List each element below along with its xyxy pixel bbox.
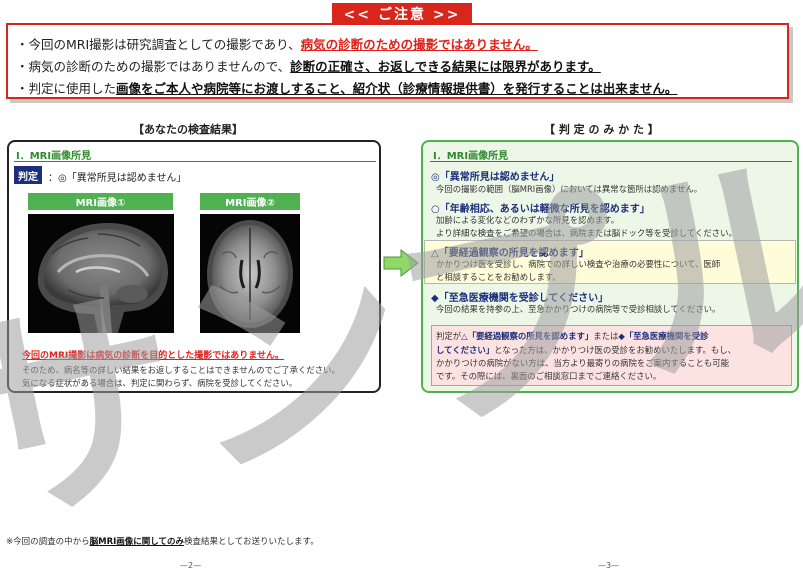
mri-image-1: [28, 214, 174, 333]
category-follow-up-description-1: かかりつけ医を受診し、病院での詳しい検査や治療の必要性について、医師: [436, 259, 721, 269]
page-number-left: —2—: [180, 561, 202, 570]
caution-line-1: ・今回のMRI撮影は研究調査としての撮影であり、病気の診断のための撮影ではありま…: [16, 37, 538, 52]
caution-line-2: ・病気の診断のための撮影ではありませんので、診断の正確さ、お返しできる結果には限…: [16, 59, 601, 74]
footnote: ※今回の調査の中から脳MRI画像に関してのみ検査結果としてお送りいたします。: [6, 537, 319, 547]
referral-line-3: かかりつけの病院がない方は、当方より最寄りの病院をご案内することも可能: [436, 358, 730, 368]
mri-image-2-label: MRI画像②: [200, 193, 300, 210]
results-note-2: 気になる症状がある場合は、判定に関わらず、病院を受診してください。: [22, 378, 298, 388]
left-sub-title: Ⅰ．MRI画像所見: [16, 151, 92, 162]
caution-line-2-emphasis: 診断の正確さ、お返しできる結果には限界があります。: [290, 59, 601, 74]
category-urgent-description: 今回の結果を持参の上、至急かかりつけの病院等で受診相談してください。: [436, 304, 721, 314]
judge-result: ：◎「異常所見は認めません」: [48, 173, 187, 184]
mri-image-2: [200, 214, 300, 333]
mri-sagittal-graphic: [28, 214, 174, 333]
right-section-title: 【 判 定 の み か た 】: [544, 123, 659, 136]
left-sub-rule: [14, 161, 376, 162]
category-normal-heading: ◎「異常所見は認めません」: [431, 172, 560, 183]
left-section-title: 【あなたの検査結果】: [133, 123, 243, 136]
category-urgent-heading: ◆「至急医療機関を受診してください」: [431, 293, 609, 304]
referral-line-4: です。その際には、裏面のご相談窓口までご連絡ください。: [436, 371, 662, 381]
mri-image-1-label: MRI画像①: [28, 193, 173, 210]
mri-axial-graphic: [200, 214, 300, 333]
caution-title: << ご注意 >>: [332, 3, 472, 25]
caution-line-3-emphasis: 画像をご本人や病院等にお渡しすること、紹介状（診療情報提供書）を発行することは出…: [116, 81, 678, 96]
research-warning: 今回のMRI撮影は病気の診断を目的とした撮影ではありません。: [22, 351, 284, 361]
referral-line-2: してください」となった方は、かかりつけ医の受診をお勧めいたします。もし、: [436, 345, 736, 355]
category-follow-up-description-2: と相談することをお勧めします。: [436, 272, 561, 282]
category-minor-description-2: より詳細な検査をご希望の場合は、病院または脳ドック等を受診してください。: [436, 228, 737, 238]
follow-up-highlight: [424, 240, 796, 284]
page-number-right: —3—: [598, 561, 620, 570]
category-follow-up-heading: △「要経過観察の所見を認めます」: [431, 248, 589, 259]
judge-badge: 判定: [14, 166, 42, 184]
referral-line-1: 判定が△「要経過観察の所見を認めます」または◆「至急医療機関を受診: [436, 331, 709, 341]
caution-line-1-emphasis: 病気の診断のための撮影ではありません。: [300, 37, 538, 52]
arrow-right-icon: [383, 249, 419, 277]
category-normal-description: 今回の撮影の範囲（脳MRI画像）においては異常な箇所は認めません。: [436, 184, 703, 194]
results-note-1: そのため、病名等の詳しい結果をお返しすることはできませんのでご了承ください。: [22, 365, 340, 375]
right-sub-rule: [430, 161, 792, 162]
right-sub-title: Ⅰ．MRI画像所見: [433, 151, 509, 162]
category-minor-heading: ○「年齢相応、あるいは軽微な所見を認めます」: [431, 204, 650, 215]
category-minor-description-1: 加齢による変化などのわずかな所見を認めます。: [436, 215, 620, 225]
referral-notice-box: [431, 325, 792, 386]
caution-line-3: ・判定に使用した画像をご本人や病院等にお渡しすること、紹介状（診療情報提供書）を…: [16, 81, 678, 96]
